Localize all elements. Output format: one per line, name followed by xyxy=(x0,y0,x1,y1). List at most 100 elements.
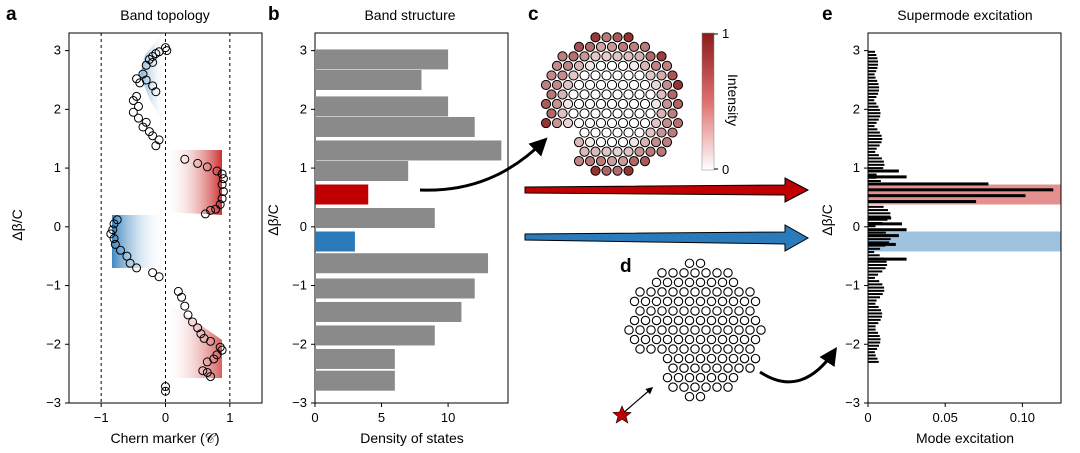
lattice-site xyxy=(679,382,689,392)
lattice-site xyxy=(706,296,717,307)
lattice-site xyxy=(684,391,695,402)
mode-excitation-bar xyxy=(868,175,907,179)
lattice-site-intensity xyxy=(639,98,651,110)
panel-e-xtick-label: 0 xyxy=(864,410,871,425)
chern-marker-point xyxy=(106,229,116,239)
lattice-site xyxy=(679,268,689,278)
lattice-site-intensity xyxy=(645,127,656,138)
density-bar-red xyxy=(315,184,369,205)
chern-marker-point xyxy=(180,301,190,311)
lattice-site xyxy=(662,296,673,307)
chern-marker-point xyxy=(217,180,227,190)
density-bar-gray xyxy=(315,161,409,182)
lattice-site-intensity xyxy=(656,127,667,138)
mode-excitation-bar xyxy=(868,173,877,176)
mode-excitation-bar xyxy=(868,273,879,276)
mode-excitation-bar xyxy=(868,66,878,69)
lattice-site-intensity xyxy=(562,98,574,110)
lattice-site xyxy=(657,287,667,297)
density-bar-gray xyxy=(315,208,435,228)
mode-excitation-bar xyxy=(868,92,879,95)
mode-excitation-bar xyxy=(868,244,886,247)
chern-marker-point xyxy=(132,263,142,273)
lattice-site-intensity xyxy=(623,70,634,81)
blue-mode-arrow-shape xyxy=(524,224,810,252)
mode-excitation-bar xyxy=(868,182,989,186)
panel-e-frame xyxy=(867,32,1062,404)
mode-excitation-bar xyxy=(868,254,880,257)
chern-marker-point xyxy=(109,234,119,244)
chern-marker-point xyxy=(211,204,221,214)
lattice-site xyxy=(646,306,656,316)
lattice-site xyxy=(706,372,717,383)
panel-b-ytick-label: 1 xyxy=(300,160,307,175)
lattice-site xyxy=(739,334,750,345)
lattice-site-intensity xyxy=(628,60,640,71)
mode-excitation-bar xyxy=(868,270,883,273)
lattice-site xyxy=(679,306,689,316)
lattice-site xyxy=(745,344,755,354)
lattice-site-intensity xyxy=(562,117,574,129)
lattice-site xyxy=(723,344,733,354)
lattice-site xyxy=(712,382,722,392)
lattice-site xyxy=(717,372,728,383)
mode-excitation-bar xyxy=(868,276,875,279)
panel-a-shade-2 xyxy=(165,150,222,215)
lattice-site-intensity xyxy=(612,89,623,100)
lattice-site-intensity xyxy=(661,79,673,91)
lattice-site xyxy=(695,334,706,345)
lattice-site-intensity xyxy=(672,79,684,91)
lattice-site xyxy=(728,334,739,345)
lattice-site-intensity xyxy=(606,98,618,110)
chern-marker-point xyxy=(217,194,227,204)
lattice-site xyxy=(657,325,667,335)
lattice-site-intensity xyxy=(601,165,612,176)
lattice-site-intensity xyxy=(601,127,612,138)
density-bar-gray xyxy=(315,140,502,161)
mode-excitation-bar xyxy=(868,154,879,157)
lattice-site-intensity xyxy=(551,98,563,110)
panel-e-letter: e xyxy=(822,4,833,25)
mode-excitation-bar xyxy=(868,209,888,212)
lattice-site-intensity xyxy=(656,108,667,119)
density-bar-gray xyxy=(315,96,449,117)
mode-excitation-bar xyxy=(868,312,883,315)
lattice-site-intensity xyxy=(623,32,634,43)
lattice-site xyxy=(712,306,722,316)
mode-excitation-bar xyxy=(868,205,884,208)
lattice-site xyxy=(684,334,695,345)
lattice-site-intensity xyxy=(672,117,684,129)
mode-excitation-bar xyxy=(868,238,891,241)
chern-marker-point xyxy=(206,336,216,346)
panel-e-ytick-label: 3 xyxy=(853,43,860,58)
lattice-site xyxy=(739,296,750,307)
mode-excitation-bar xyxy=(868,228,907,232)
lattice-site xyxy=(712,268,722,278)
mode-excitation-bar xyxy=(868,341,881,344)
lattice-site-intensity xyxy=(573,41,585,52)
panel-a-shade-1 xyxy=(140,30,165,125)
mode-excitation-bar xyxy=(868,302,876,305)
chern-marker-point xyxy=(133,101,143,111)
mode-excitation-bar xyxy=(868,180,881,182)
lattice-site-intensity xyxy=(656,89,667,100)
panel-a-shade-3 xyxy=(112,215,165,268)
lattice-site-intensity xyxy=(606,60,618,71)
lattice-site-intensity xyxy=(634,108,645,119)
lattice-site-intensity xyxy=(573,60,585,71)
lattice-site-intensity xyxy=(579,108,590,119)
panel-d-letter: d xyxy=(620,256,632,277)
panel-a-xlabel: Chern marker (𝒞) xyxy=(111,430,220,446)
lattice-site xyxy=(750,353,761,364)
lattice-site-intensity xyxy=(612,51,623,62)
lattice-site-intensity xyxy=(590,127,601,138)
panel-b-ytick-label: −1 xyxy=(292,278,307,293)
lattice-site xyxy=(679,287,689,297)
mode-excitation-bar xyxy=(868,328,876,331)
lattice-site-intensity xyxy=(639,60,651,71)
density-bar-gray xyxy=(315,253,489,274)
lattice-site-intensity xyxy=(623,89,634,100)
lattice-site xyxy=(651,277,662,288)
lattice-site-intensity xyxy=(628,41,640,52)
lattice-site-intensity xyxy=(612,32,623,43)
